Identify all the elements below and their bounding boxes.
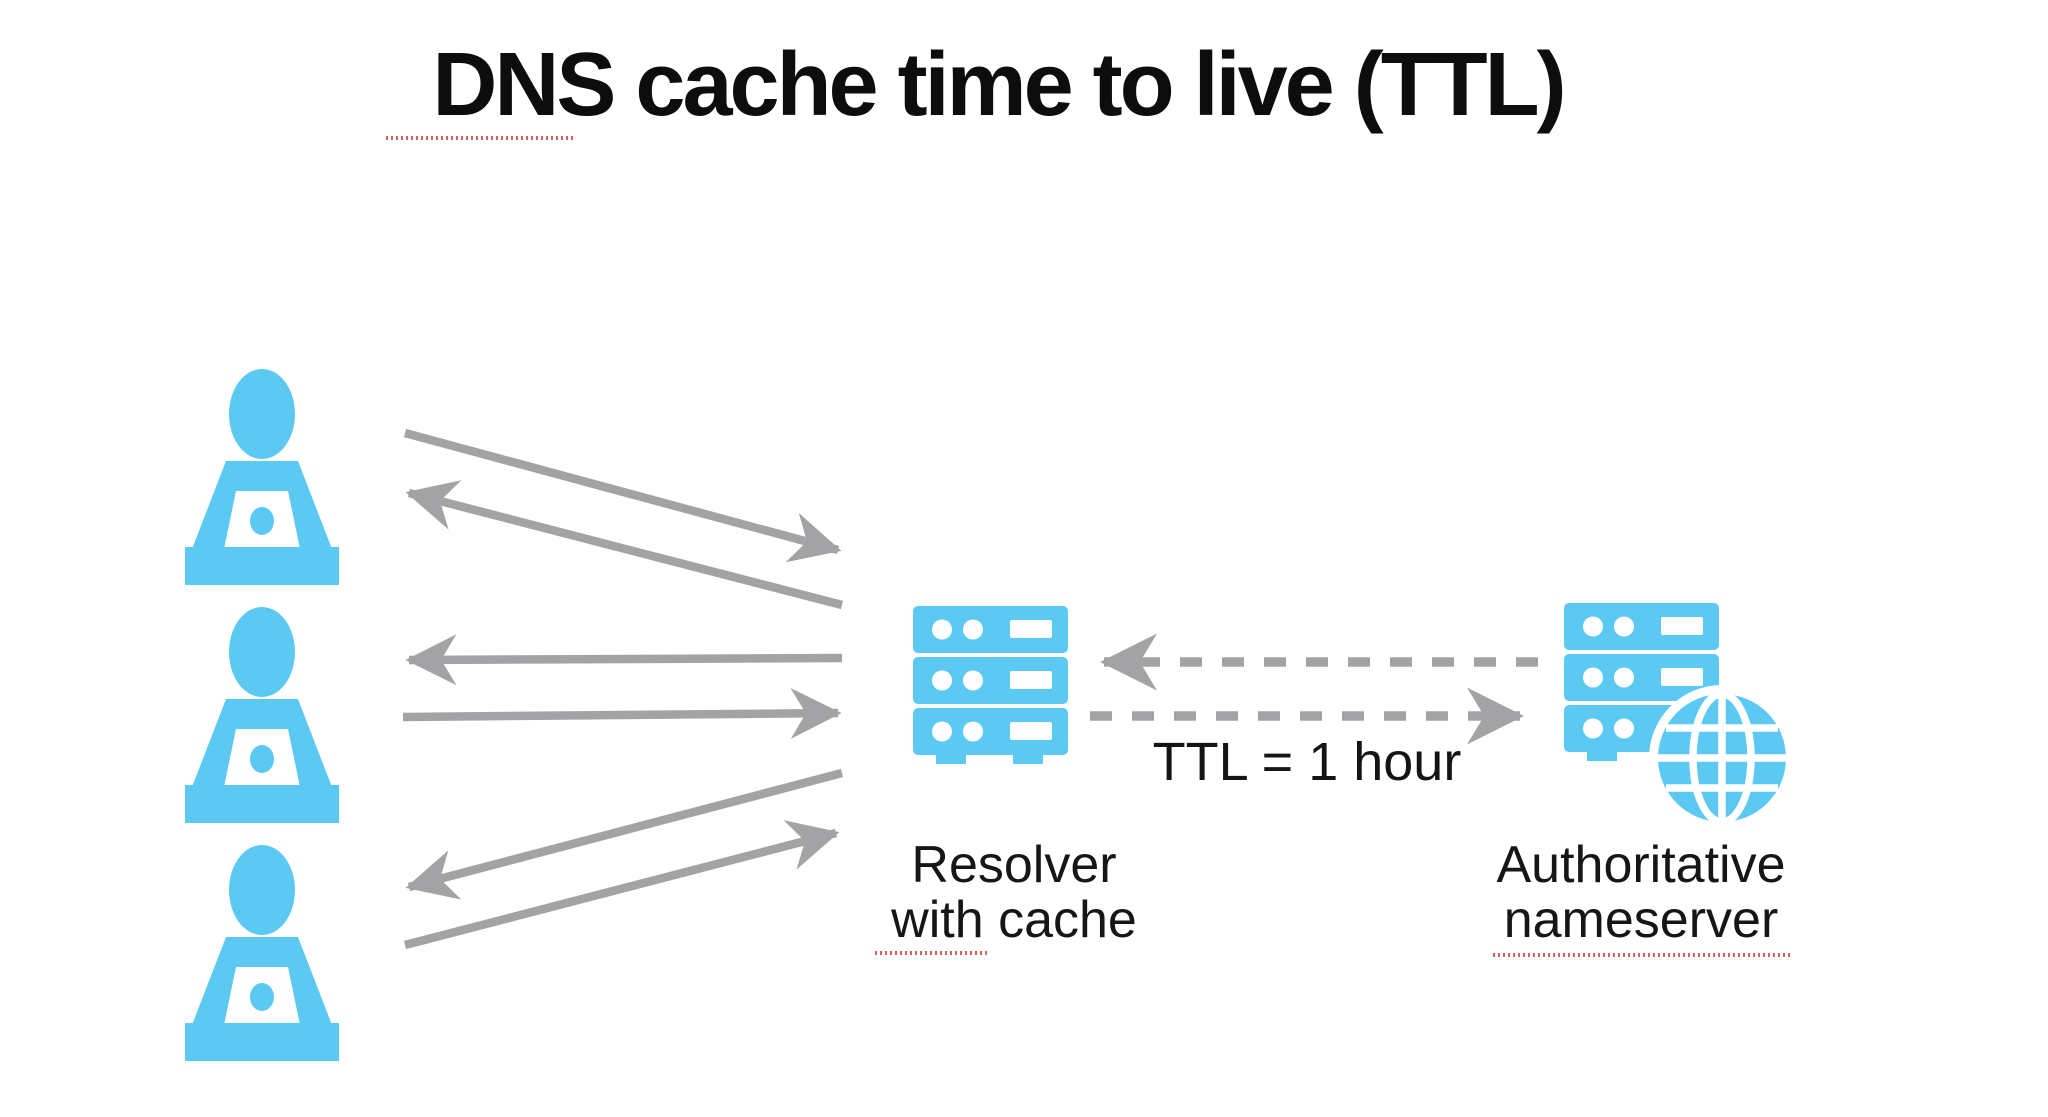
user-at-laptop-icon-1 <box>179 369 345 585</box>
authoritative-nameserver-globe-icon <box>1564 603 1796 831</box>
resolver-server-icon <box>913 606 1068 766</box>
user-at-laptop-icon-2 <box>179 607 345 823</box>
response-arrow-resolver-to-user2 <box>405 634 843 686</box>
with-spellcheck-underline <box>875 951 987 955</box>
query-arrow-user2-to-resolver <box>402 687 842 739</box>
resolver-label-line1: Resolver <box>911 836 1117 894</box>
query-arrow-user1-to-resolver <box>403 428 842 563</box>
query-arrow-user3-to-resolver <box>403 820 840 950</box>
nameserver-label-line1: Authoritative <box>1496 836 1786 894</box>
nameserver-spellcheck-underline <box>1493 953 1790 957</box>
user-at-laptop-icon-3 <box>179 845 345 1061</box>
resolver-label: Resolver with cache <box>891 838 1137 948</box>
page-title: DNS cache time to live (TTL) <box>432 35 1566 135</box>
nameserver-label-line2: nameserver <box>1503 891 1779 949</box>
dns-spellcheck-underline <box>386 136 576 140</box>
resolver-label-line2: with cache <box>891 891 1137 949</box>
ttl-value-label: TTL = 1 hour <box>1152 732 1462 792</box>
response-arrow-resolver-to-user3 <box>405 768 844 900</box>
response-arrow-resolver-to-user1 <box>405 480 844 610</box>
nameserver-label: Authoritative nameserver <box>1496 838 1785 948</box>
